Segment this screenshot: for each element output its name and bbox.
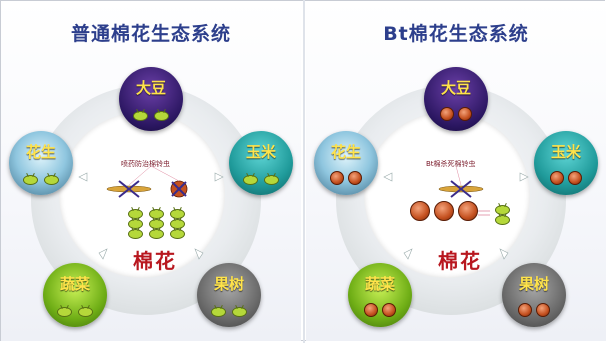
pest-icon [133, 111, 148, 121]
pest-icon [264, 175, 279, 185]
bollworm-cluster [408, 201, 480, 221]
bollworm-icon [568, 171, 582, 185]
node-label: 蔬菜 [59, 275, 90, 293]
pest-icon [149, 229, 164, 239]
spray-caption: 喷药防治棉铃虫 [121, 160, 170, 168]
node-fruit-trees: 果树 [197, 263, 261, 327]
pest-icon [211, 307, 226, 317]
bollworm-icon [440, 107, 454, 121]
panel-title: 普通棉花生态系统 [70, 23, 231, 45]
bollworm-icon [434, 201, 454, 221]
center-cotton-label: 棉花 [438, 249, 482, 273]
node-peanut: 花生 [314, 131, 378, 195]
node-peanut: 花生 [9, 131, 73, 195]
node-label: 大豆 [440, 79, 471, 97]
node-soybean: 大豆 [119, 67, 183, 131]
panel-conventional-cotton: 普通棉花生态系统 喷药防治棉铃虫 棉花 大豆 玉米 [1, 1, 301, 341]
panel-title: Bt棉花生态系统 [383, 23, 529, 45]
bollworm-icon [330, 171, 344, 185]
pest-icon [78, 307, 93, 317]
node-vegetables: 蔬菜 [348, 263, 412, 327]
node-label: 果树 [518, 275, 549, 293]
bollworm-icon [364, 303, 378, 317]
bollworm-icon [348, 171, 362, 185]
bollworm-icon [550, 171, 564, 185]
pest-cluster [492, 205, 522, 225]
panel-divider [303, 0, 305, 343]
pest-icon [44, 175, 59, 185]
bollworm-icon [536, 303, 550, 317]
bollworm-icon [458, 107, 472, 121]
pest-icon [154, 111, 169, 121]
pest-icon [57, 307, 72, 317]
pest-icon [170, 229, 185, 239]
bollworm-icon [410, 201, 430, 221]
pest-icon [128, 229, 143, 239]
panel-bt-cotton: Bt棉花生态系统 Bt棉杀死棉铃虫 棉花 大豆 玉米 花生 蔬菜 [306, 1, 606, 341]
node-label: 玉米 [550, 143, 581, 161]
node-vegetables: 蔬菜 [43, 263, 107, 327]
node-label: 大豆 [135, 79, 166, 97]
node-fruit-trees: 果树 [502, 263, 566, 327]
bollworm-icon [382, 303, 396, 317]
node-label: 花生 [330, 143, 361, 161]
node-label: 果树 [213, 275, 244, 293]
node-corn: 玉米 [534, 131, 598, 195]
pest-icon [495, 215, 510, 225]
pest-cluster [125, 209, 195, 239]
node-label: 花生 [25, 143, 56, 161]
pest-icon [232, 307, 247, 317]
node-soybean: 大豆 [424, 67, 488, 131]
center-cotton-label: 棉花 [133, 249, 177, 273]
bollworm-icon [518, 303, 532, 317]
node-label: 玉米 [245, 143, 276, 161]
node-label: 蔬菜 [364, 275, 395, 293]
pest-icon [243, 175, 258, 185]
node-corn: 玉米 [229, 131, 293, 195]
pest-icon [23, 175, 38, 185]
bt-caption: Bt棉杀死棉铃虫 [426, 160, 476, 168]
bollworm-icon [458, 201, 478, 221]
